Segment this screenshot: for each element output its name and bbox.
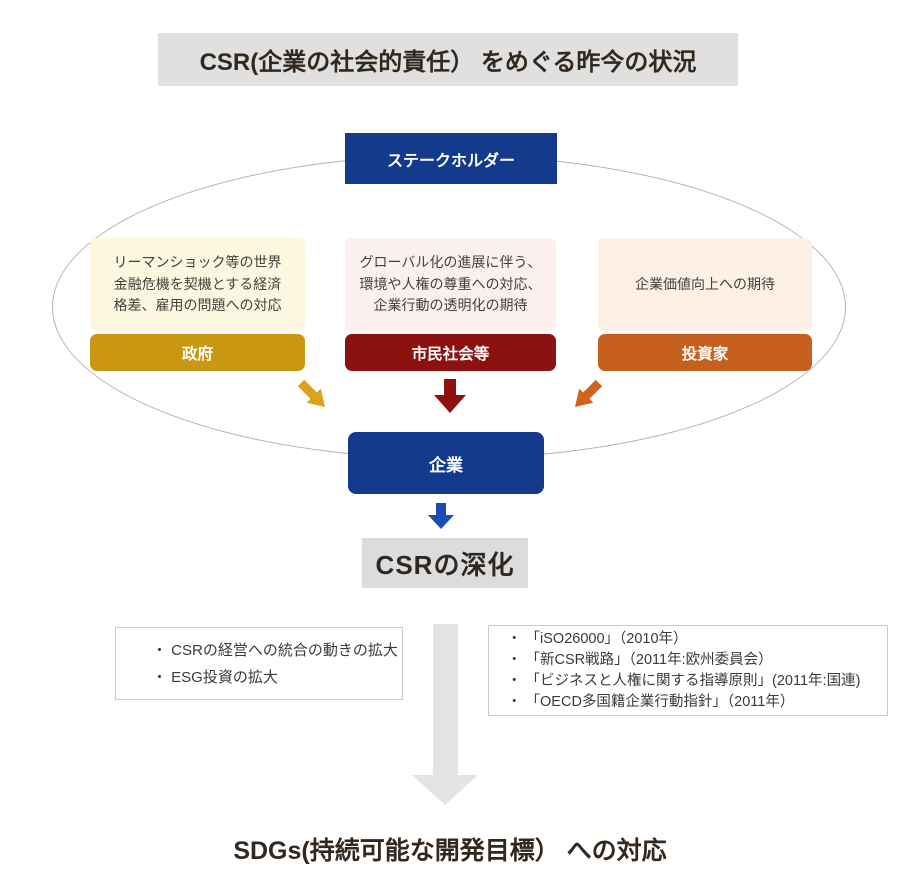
csr-reference-item: ・ 「iSO26000」（2010年） [507, 630, 688, 647]
government-note-line: 金融危機を契機とする経済 [113, 275, 282, 292]
csr-reference-item: ・ 「ビジネスと人権に関する指導原則」(2011年:国連) [507, 672, 861, 689]
csr-trends-item: ・ CSRの経営への統合の動きの拡大 [152, 641, 398, 659]
sdgs-footer-title: SDGs(持続可能な開発目標） への対応 [233, 837, 667, 865]
government-note-line: リーマンショック等の世界 [113, 254, 282, 271]
blue-down-arrow-icon [428, 503, 454, 529]
csr-trends-panel: ・ CSRの経営への統合の動きの拡大 ・ ESG投資の拡大 [115, 627, 403, 700]
csr-deepening-box: CSRの深化 [362, 538, 528, 588]
down-arrow-icon [434, 379, 466, 413]
civil-society-box: 市民社会等 [345, 334, 556, 371]
government-note-line: 格差、雇用の問題への対応 [113, 297, 282, 314]
government-box: 政府 [90, 334, 305, 371]
civil-society-note-line: 環境や人権の尊重への対応、 [359, 275, 542, 292]
stakeholder-box: ステークホルダー [345, 133, 557, 184]
large-gray-down-arrow-icon [412, 624, 478, 805]
civil-society-note-line: グローバル化の進展に伴う、 [359, 254, 542, 271]
csr-reference-item: ・ 「新CSR戦路」（2011年:欧州委員会） [507, 651, 773, 668]
civil-society-note-line: 企業行動の透明化の期待 [373, 297, 528, 314]
csr-reference-item: ・ 「OECD多国籍企業行動指針」（2011年） [507, 693, 795, 710]
down-right-arrow-icon [286, 368, 340, 422]
civil-society-note: グローバル化の進展に伴う、 環境や人権の尊重への対応、 企業行動の透明化の期待 [345, 238, 556, 331]
investor-box: 投資家 [598, 334, 812, 371]
investor-note-line: 企業価値向上への期待 [635, 275, 775, 292]
government-note: リーマンショック等の世界 金融危機を契機とする経済 格差、雇用の問題への対応 [90, 238, 305, 331]
csr-trends-item: ・ ESG投資の拡大 [152, 668, 278, 686]
down-left-arrow-icon [560, 368, 614, 422]
investor-note: 企業価値向上への期待 [598, 238, 812, 331]
company-box: 企業 [348, 432, 544, 494]
csr-references-panel: ・ 「iSO26000」（2010年） ・ 「新CSR戦路」（2011年:欧州委… [488, 625, 888, 716]
page-title: CSR(企業の社会的責任） をめぐる昨今の状況 [158, 33, 738, 86]
